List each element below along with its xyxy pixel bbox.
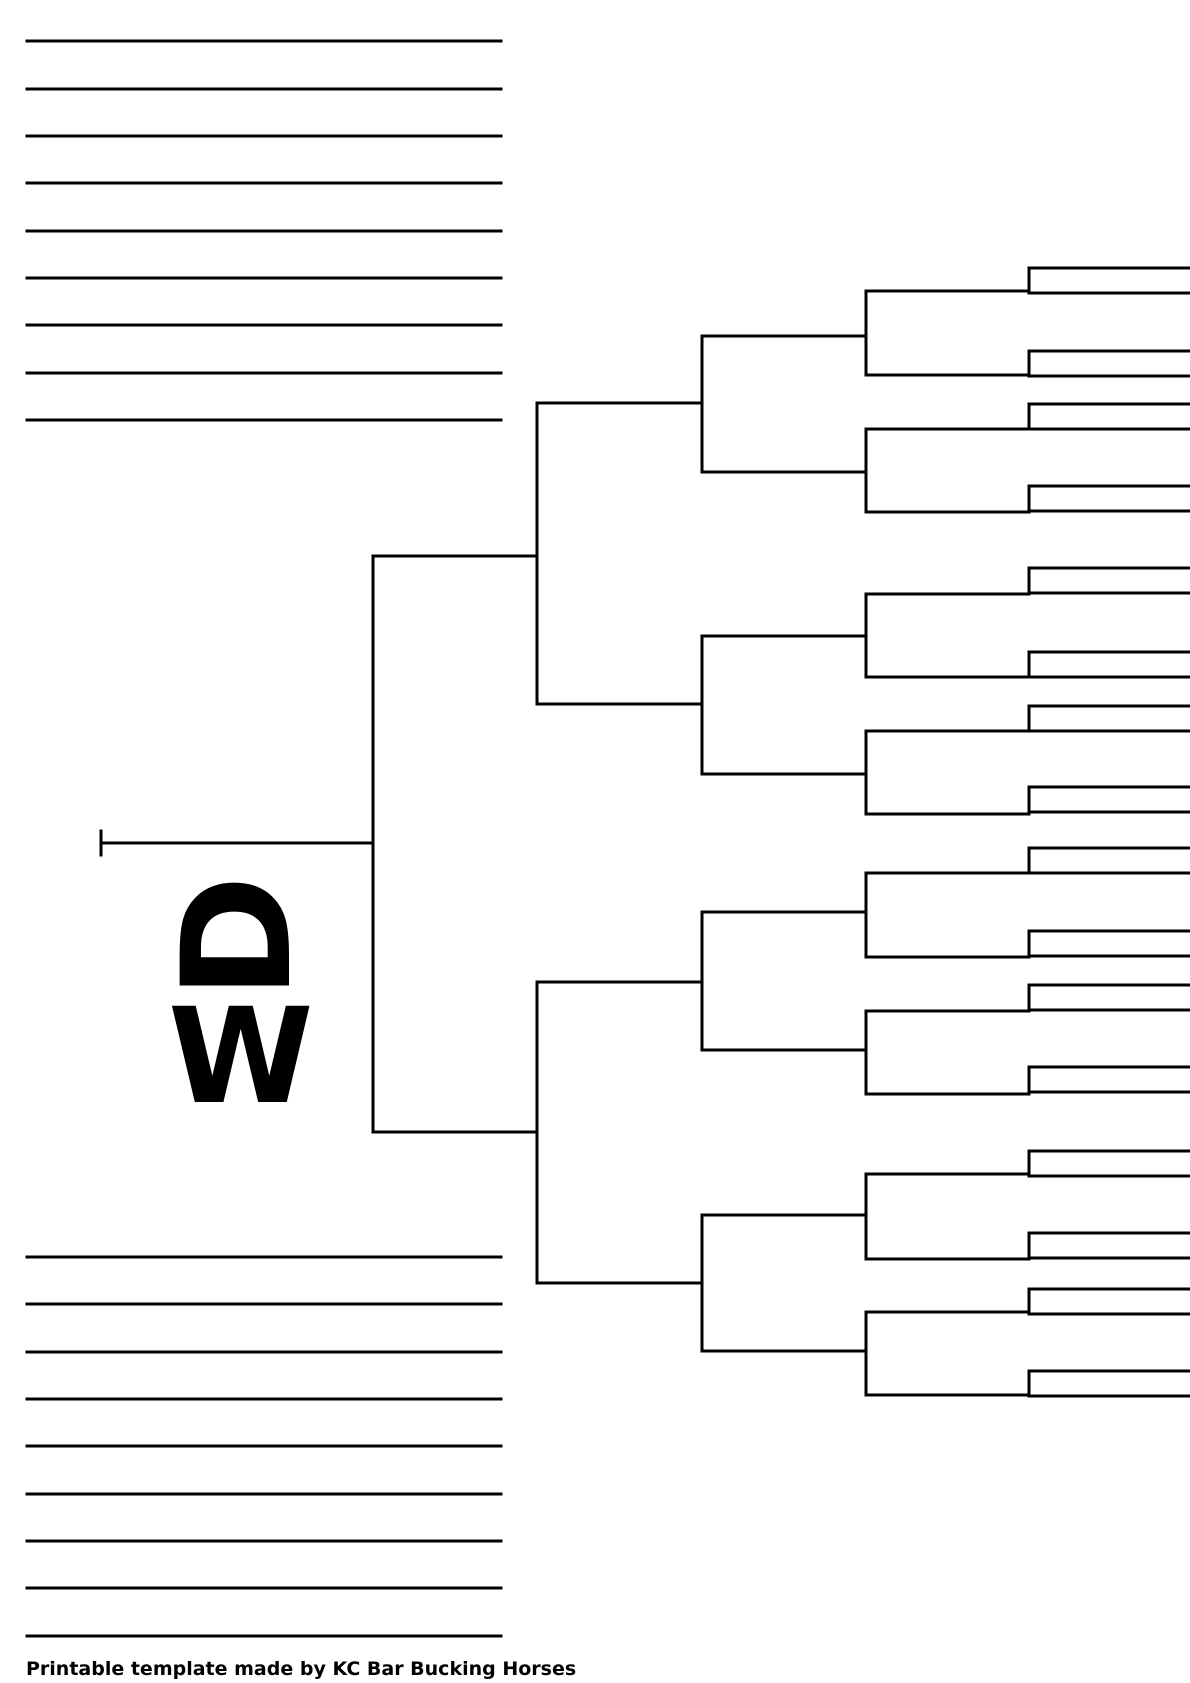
logo-letter-d: D: [151, 874, 325, 1000]
logo-letter-w: W: [168, 980, 314, 1134]
logo: D W: [151, 875, 325, 1134]
footer-credit: Printable template made by KC Bar Buckin…: [26, 1658, 577, 1680]
